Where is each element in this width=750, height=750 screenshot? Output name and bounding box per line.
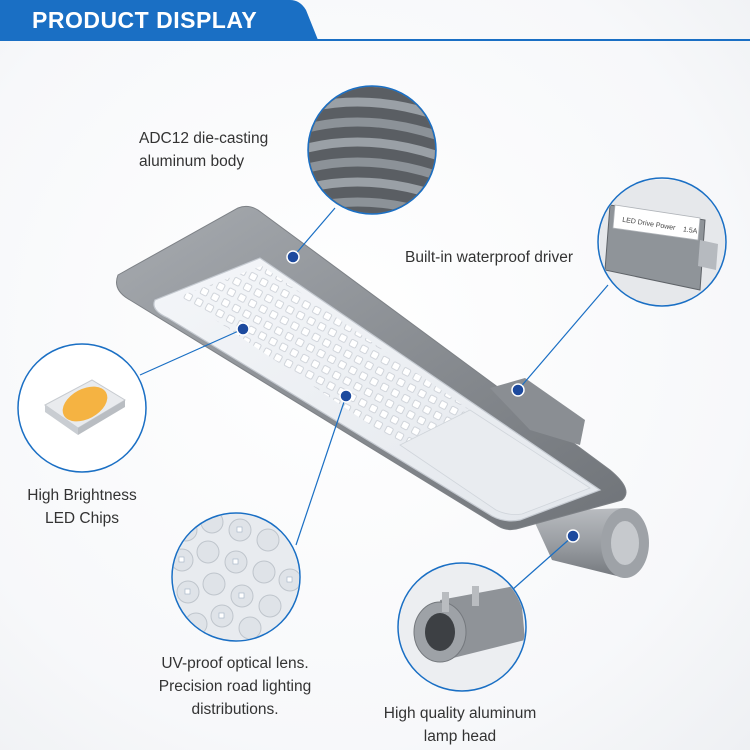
callout-dot-driver bbox=[511, 383, 525, 397]
zoom-circle-driver: LED Drive Power 1.5A bbox=[597, 177, 727, 307]
callout-lines bbox=[139, 207, 609, 591]
label-line: LED Chips bbox=[44, 510, 120, 527]
label-aluminum-body: ADC12 die-casting aluminum body bbox=[139, 127, 268, 173]
label-line: ADC12 die-casting bbox=[139, 130, 269, 147]
diffuser-area bbox=[399, 409, 591, 515]
page-title: PRODUCT DISPLAY bbox=[32, 7, 258, 33]
optical-lens-icon bbox=[173, 514, 299, 640]
callout-dot-head bbox=[566, 529, 580, 543]
label-line: High quality aluminum bbox=[383, 705, 537, 722]
lamp-head-tube bbox=[530, 508, 649, 578]
zoom-circle-body bbox=[307, 85, 437, 215]
lamp-head-clamp-icon bbox=[399, 564, 525, 690]
callout-dot-lens bbox=[339, 389, 353, 403]
label-line: aluminum body bbox=[139, 153, 245, 170]
label-line: lamp head bbox=[423, 728, 497, 745]
driver-module-icon: LED Drive Power 1.5A bbox=[600, 180, 725, 305]
label-lamp-head: High quality aluminum lamp head bbox=[360, 702, 560, 748]
label-line: Precision road lighting bbox=[158, 678, 312, 695]
led-chip-icon bbox=[44, 379, 126, 435]
label-waterproof-driver: Built-in waterproof driver bbox=[405, 246, 573, 269]
callout-dot-chip bbox=[236, 322, 250, 336]
label-led-chips: High Brightness LED Chips bbox=[22, 484, 142, 530]
label-line: UV-proof optical lens. bbox=[161, 655, 309, 672]
heat-sink-fins-icon bbox=[309, 87, 435, 213]
label-optical-lens: UV-proof optical lens. Precision road li… bbox=[130, 652, 340, 721]
led-array bbox=[180, 266, 470, 445]
zoom-circle-chip bbox=[17, 343, 147, 473]
zoom-circle-head bbox=[397, 562, 527, 692]
label-line: Built-in waterproof driver bbox=[405, 249, 573, 266]
driver-current-text: 1.5A bbox=[682, 226, 698, 235]
header-banner: PRODUCT DISPLAY bbox=[0, 0, 750, 42]
callout-dot-body bbox=[286, 250, 300, 264]
label-line: High Brightness bbox=[27, 487, 137, 504]
banner-shape bbox=[0, 0, 750, 41]
label-line: distributions. bbox=[191, 701, 279, 718]
zoom-circle-lens bbox=[171, 512, 301, 642]
